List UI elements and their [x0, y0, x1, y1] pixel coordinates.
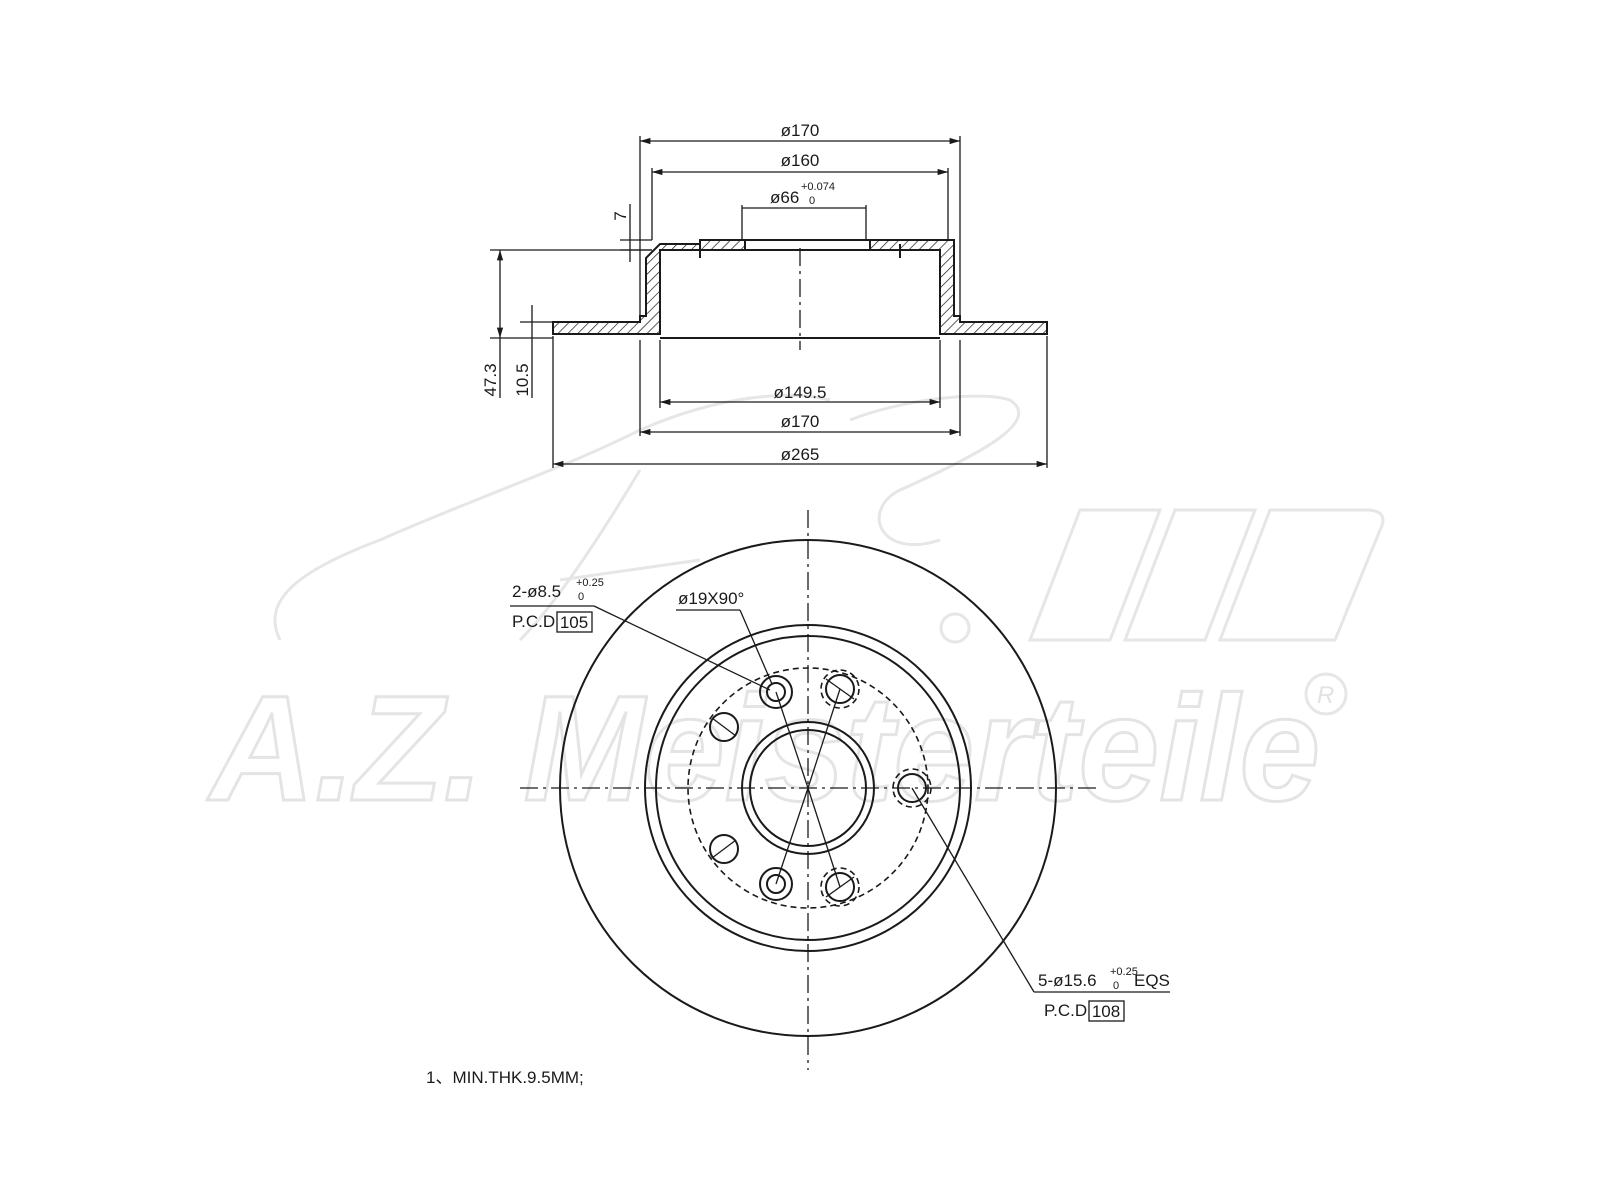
center-bore-inner — [749, 729, 867, 847]
dim-total-height: 47.3 — [481, 363, 500, 396]
dim-disc: ø265 — [781, 445, 820, 464]
note-min-thickness: 1、MIN.THK.9.5MM; — [426, 1068, 584, 1087]
side-extension-lines — [490, 136, 1048, 468]
hat-hidden-circle — [687, 667, 929, 909]
hat-inner-circle — [655, 635, 961, 941]
small-hole — [759, 867, 793, 901]
leader-small-holes — [593, 605, 771, 691]
watermark-registered-mark: R — [1317, 682, 1334, 709]
front-view: 2-ø8.5 +0.25 0 P.C.D 105 ø19X90° 5-ø15.6… — [510, 510, 1170, 1070]
watermark-stripes — [1027, 508, 1385, 642]
side-view: ø170 ø160 ø66 +0.074 0 7 47.3 10.5 ø149.… — [481, 121, 1048, 468]
bolt-holes — [709, 669, 932, 907]
hat-outer-circle — [644, 624, 972, 952]
dim-bore-tol-upper: +0.074 — [801, 181, 835, 193]
bolt-holes-tol-upper: +0.25 — [1110, 966, 1138, 978]
bolt-holes-tol-lower: 0 — [1113, 980, 1119, 992]
dim-ring: ø160 — [781, 151, 820, 170]
bolt-holes-pcd-prefix: P.C.D — [1044, 1001, 1087, 1020]
dim-disc-thickness: 10.5 — [513, 363, 532, 396]
section-right — [869, 239, 1048, 335]
bolt-holes-pcd-box — [1088, 1000, 1125, 1022]
small-hole — [759, 675, 793, 709]
disc-outer-circle — [559, 539, 1057, 1037]
bolt-holes-label: 5-ø15.6 — [1038, 971, 1097, 990]
watermark-letter-a — [518, 469, 701, 642]
watermark-letter-z — [849, 394, 1021, 547]
small-holes-tol-lower: 0 — [578, 591, 584, 603]
bolt-hole — [892, 768, 932, 808]
small-holes-label: 2-ø8.5 — [512, 582, 561, 601]
watermark-dot — [939, 612, 971, 644]
small-holes-pcd-value: 105 — [560, 613, 588, 632]
dim-hat-thickness: 7 — [611, 211, 630, 220]
small-holes — [759, 675, 793, 901]
dim-bore-tol-lower: 0 — [809, 195, 815, 207]
construction-lines — [775, 688, 841, 888]
bolt-holes-pcd-value: 108 — [1092, 1002, 1120, 1021]
small-holes-pcd-prefix: P.C.D — [512, 612, 555, 631]
dim-inner: ø149.5 — [774, 383, 827, 402]
small-holes-pcd-box — [556, 611, 593, 633]
bolt-hole — [709, 712, 739, 742]
dim-bore: ø66 — [770, 188, 799, 207]
dim-outer-hat: ø170 — [781, 412, 820, 431]
watermark-brand-text: A.Z. Meisterteile — [206, 664, 1320, 832]
watermark-registered-circle — [1304, 672, 1348, 716]
section-left — [552, 239, 746, 335]
small-holes-tol-upper: +0.25 — [576, 577, 604, 589]
center-bore-outer — [741, 721, 875, 855]
leader-chamfer — [739, 609, 773, 685]
chamfer-label: ø19X90° — [678, 589, 744, 608]
watermark: A.Z. Meisterteile R — [205, 393, 1385, 834]
leader-bolt-holes — [911, 787, 1035, 993]
bolt-hole — [709, 834, 739, 864]
bolt-holes-suffix: EQS — [1134, 971, 1170, 990]
watermark-swoosh — [273, 393, 831, 641]
dim-outer-top: ø170 — [781, 121, 820, 140]
